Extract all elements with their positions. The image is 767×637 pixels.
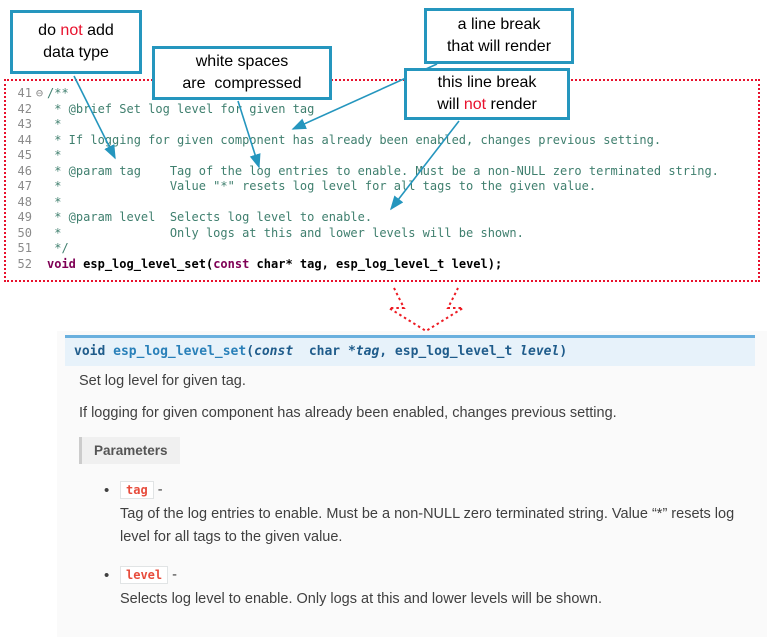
fold-minus-icon[interactable]: ⊖ [35, 86, 44, 100]
param-description: Tag of the log entries to enable. Must b… [120, 506, 735, 545]
fold-gutter [32, 179, 47, 195]
detailed-description: If logging for given component has alrea… [79, 405, 617, 421]
code-text: * [47, 117, 62, 131]
callout-text: data type [43, 44, 109, 61]
code-line: 41⊖/** [8, 86, 756, 102]
fold-gutter [32, 257, 47, 273]
code-line: 46 * @param tag Tag of the log entries t… [8, 164, 756, 180]
code-text: * [47, 148, 62, 162]
code-text: */ [47, 241, 69, 255]
code-line: 45 * [8, 148, 756, 164]
dotted-down-arrow [385, 287, 467, 333]
line-number: 49 [17, 210, 32, 224]
code-text: * Value "*" resets log level for all tag… [47, 179, 597, 193]
line-number: 42 [17, 101, 32, 116]
code-line: 51 */ [8, 241, 756, 257]
code-line: 48 * [8, 195, 756, 211]
line-number: 51 [17, 241, 32, 255]
parameters-list: • tag - Tag of the log entries to enable… [104, 481, 759, 628]
fold-gutter [32, 164, 47, 180]
line-number: 52 [17, 256, 32, 271]
code-line: 43 * [8, 117, 756, 133]
brief-description: Set log level for given tag. [79, 373, 246, 389]
param-name-tag: tag [120, 481, 154, 499]
sig-type: char * [293, 344, 356, 359]
line-number: 48 [17, 194, 32, 209]
param-name-level: level [120, 566, 169, 584]
line-number: 41 [17, 86, 32, 100]
line-number: 43 [17, 117, 32, 131]
callout-no-datatype: do not add data type [10, 10, 142, 74]
code-text: * Only logs at this and lower levels wil… [47, 225, 524, 240]
sig-param-level: level [520, 344, 560, 359]
sig-const-keyword: const [254, 344, 294, 359]
param-head: • tag - [104, 481, 759, 499]
code-text: * [47, 194, 62, 209]
line-number: 46 [17, 163, 32, 178]
fold-gutter [32, 195, 47, 211]
callout-text: that will render [446, 38, 552, 55]
list-item: • tag - Tag of the log entries to enable… [104, 481, 759, 549]
callout-text: this line break [437, 73, 537, 91]
fold-gutter [32, 117, 47, 133]
declaration-rest: char* tag, esp_log_level_t level); [249, 256, 503, 271]
sig-paren: ( [246, 344, 255, 359]
code-line: 50 * Only logs at this and lower levels … [8, 226, 756, 242]
red-not-text: not [60, 21, 83, 39]
param-dash: - [153, 482, 163, 498]
function-name: esp_log_level_set [83, 256, 206, 271]
code-text: /** [47, 86, 69, 100]
fold-gutter [32, 102, 47, 118]
callout-linebreak-renders: a line break that will render [424, 8, 574, 64]
line-number: 47 [17, 179, 32, 193]
callout-text: a line break [457, 15, 541, 33]
fold-gutter [32, 133, 47, 149]
callout-whitespace-compressed: white spaces are compressed [152, 46, 332, 100]
callout-linebreak-not-render: this line break will not render [404, 68, 570, 120]
paren: ( [205, 256, 214, 271]
rendered-docs-panel: void esp_log_level_set(const char *tag, … [57, 331, 767, 637]
callout-text: will not render [437, 96, 537, 113]
code-text: void esp_log_level_set(const char* tag, … [47, 257, 502, 273]
callout-text: white spaces [195, 52, 289, 70]
code-text: * @param level Selects log level to enab… [47, 210, 373, 224]
fold-gutter [32, 148, 47, 164]
param-description: Selects log level to enable. Only logs a… [120, 591, 602, 607]
callout-text: are compressed [182, 75, 302, 92]
param-head: • level - [104, 566, 759, 584]
sig-return-type: void [74, 344, 114, 359]
callout-text: do not add [38, 21, 114, 39]
sig-function-name: esp_log_level_set [113, 344, 247, 359]
param-dash: - [168, 567, 177, 583]
bullet-icon: • [104, 481, 110, 499]
code-text: * @brief Set log level for given tag [47, 101, 315, 116]
code-line-declaration: 52 void esp_log_level_set(const char* tag… [8, 257, 756, 273]
sig-param-tag: tag [355, 344, 380, 359]
line-number: 45 [17, 148, 32, 162]
sig-type: , esp_log_level_t [379, 344, 521, 359]
line-number: 50 [17, 225, 32, 240]
code-line: 42 * @brief Set log level for given tag [8, 102, 756, 118]
code-line: 47 * Value "*" resets log level for all … [8, 179, 756, 195]
fold-gutter [32, 210, 47, 226]
line-number: 44 [17, 132, 32, 147]
bullet-icon: • [104, 566, 110, 584]
fold-gutter [32, 241, 47, 257]
code-line: 44 * If logging for given component has … [8, 133, 756, 149]
red-not-text: not [463, 96, 487, 113]
function-signature: void esp_log_level_set(const char *tag, … [65, 335, 755, 366]
code-line: 49 * @param level Selects log level to e… [8, 210, 756, 226]
code-text: * If logging for given component has alr… [47, 132, 662, 147]
keyword-const: const [213, 256, 250, 271]
code-editor-block: 41⊖/** 42 * @brief Set log level for giv… [4, 79, 760, 282]
list-item: • level - Selects log level to enable. O… [104, 566, 759, 611]
parameters-heading: Parameters [79, 437, 180, 464]
keyword-void: void [47, 256, 76, 271]
fold-gutter [32, 226, 47, 242]
sig-paren: ) [559, 344, 568, 359]
code-text: * @param tag Tag of the log entries to e… [47, 163, 719, 178]
